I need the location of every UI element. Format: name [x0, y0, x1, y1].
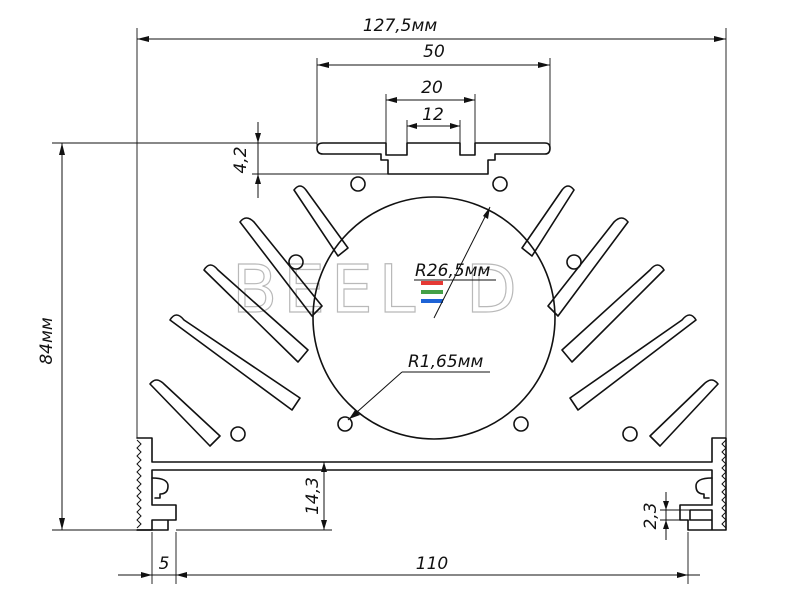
- screw-channel-left: [337, 416, 353, 432]
- screw-channel-right: [513, 416, 529, 432]
- logo-red-bar: [421, 281, 443, 285]
- edge-offset-label: 5: [159, 554, 170, 574]
- dimension-slot-depth: 2,3: [641, 492, 690, 540]
- watermark-text: BEEL: [232, 251, 421, 328]
- top-flange: [316, 142, 551, 175]
- slot-depth-label: 2,3: [641, 502, 661, 529]
- dimension-flange-width: 50: [316, 42, 551, 146]
- screw-channel-top-left: [350, 176, 366, 192]
- central-bore: [312, 196, 556, 440]
- fins-right: [521, 185, 719, 447]
- screw-channel-mid-left: [288, 254, 304, 270]
- right-clip-hook: [695, 477, 713, 499]
- dimension-slot-width: 20: [385, 78, 476, 143]
- base-height-label: 14,3: [303, 477, 323, 515]
- logo-green-bar: [421, 290, 443, 294]
- flange-thickness-label: 4,2: [231, 146, 251, 173]
- overall-height-label: 84мм: [37, 317, 57, 364]
- dimension-slot-opening: 12: [406, 105, 461, 155]
- screw-channel-low-right: [622, 426, 638, 442]
- heatsink-profile: [136, 142, 727, 531]
- left-clip-hook: [151, 477, 169, 499]
- hole-radius-label: R1,65мм: [408, 352, 483, 372]
- logo-blue-bar: [421, 299, 443, 303]
- slot-opening-label: 12: [422, 105, 444, 125]
- dimension-overall-width: 127,5мм: [136, 16, 727, 438]
- screw-channel-top-right: [492, 176, 508, 192]
- dimension-hole-radius: R1,65мм: [347, 352, 490, 421]
- central-radius-label: R26,5мм: [415, 261, 490, 281]
- dimension-overall-height: 84мм: [37, 142, 317, 531]
- screw-channel-mid-right: [566, 254, 582, 270]
- slot-width-label: 20: [421, 78, 443, 98]
- fins-left: [149, 185, 349, 447]
- base-plate: [136, 437, 727, 531]
- watermark-logo: BEEL D: [231, 250, 523, 328]
- left-wall-serration: [136, 439, 142, 529]
- dimension-base-slots: 5 110: [118, 532, 700, 584]
- dimension-central-radius: R26,5мм: [414, 206, 496, 319]
- base-slot-span-label: 110: [416, 554, 448, 574]
- dimension-base-height: 14,3: [176, 461, 332, 531]
- watermark-text-tail: D: [466, 251, 523, 328]
- flange-width-label: 50: [423, 42, 445, 62]
- right-wall-serration: [721, 439, 727, 529]
- screw-channel-low-left: [230, 426, 246, 442]
- overall-width-label: 127,5мм: [363, 16, 437, 36]
